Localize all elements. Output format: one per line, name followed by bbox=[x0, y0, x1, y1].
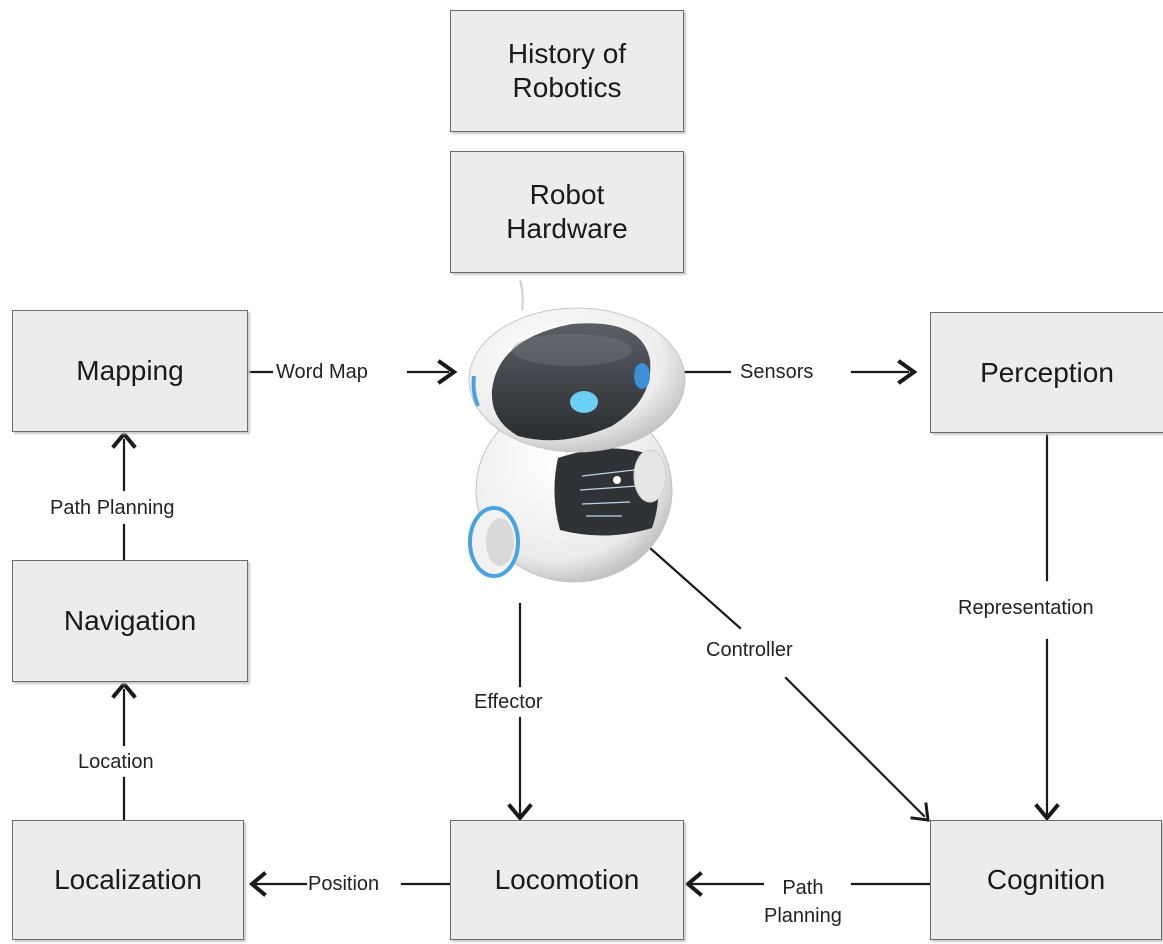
label-sensors: Sensors bbox=[740, 360, 814, 384]
box-history-of-robotics: History of Robotics bbox=[450, 10, 684, 132]
box-localization: Localization bbox=[12, 820, 244, 940]
label-word-map: Word Map bbox=[276, 360, 368, 384]
edge-location-arrowhead bbox=[111, 680, 137, 699]
edge-controller-arrowhead bbox=[910, 802, 930, 822]
box-navigation: Navigation bbox=[12, 560, 248, 682]
edge-path-planning-left-arrowhead bbox=[111, 430, 137, 449]
box-perception: Perception bbox=[930, 312, 1163, 433]
robot-visor bbox=[491, 323, 651, 441]
robot-left-eye bbox=[570, 391, 598, 413]
edge-representation-arrowhead bbox=[1034, 803, 1060, 822]
edge-position-arrowhead bbox=[248, 871, 267, 897]
robot-right-eye bbox=[634, 363, 650, 389]
robot-illustration bbox=[468, 280, 686, 583]
robot-antenna bbox=[519, 280, 524, 311]
label-effector: Effector bbox=[474, 690, 543, 714]
label-path-planning-left: Path Planning bbox=[50, 496, 175, 520]
label-location: Location bbox=[78, 750, 154, 774]
edge-controller-line-b bbox=[784, 676, 926, 818]
edge-path-planning-bottom-arrowhead bbox=[684, 871, 703, 897]
label-path-planning-bottom: Path Planning bbox=[764, 874, 842, 930]
label-representation: Representation bbox=[958, 596, 1094, 620]
box-locomotion: Locomotion bbox=[450, 820, 684, 940]
label-controller: Controller bbox=[706, 638, 793, 662]
label-position: Position bbox=[308, 872, 380, 896]
robot-right-foot bbox=[633, 449, 667, 503]
box-mapping: Mapping bbox=[12, 310, 248, 432]
edge-effector-arrowhead bbox=[507, 803, 533, 822]
edge-sensors-arrowhead bbox=[897, 359, 918, 385]
box-robot-hardware: Robot Hardware bbox=[450, 151, 684, 273]
box-cognition: Cognition bbox=[930, 820, 1162, 940]
edge-controller-line-a bbox=[648, 546, 742, 630]
edge-word-map-arrowhead bbox=[437, 359, 458, 385]
